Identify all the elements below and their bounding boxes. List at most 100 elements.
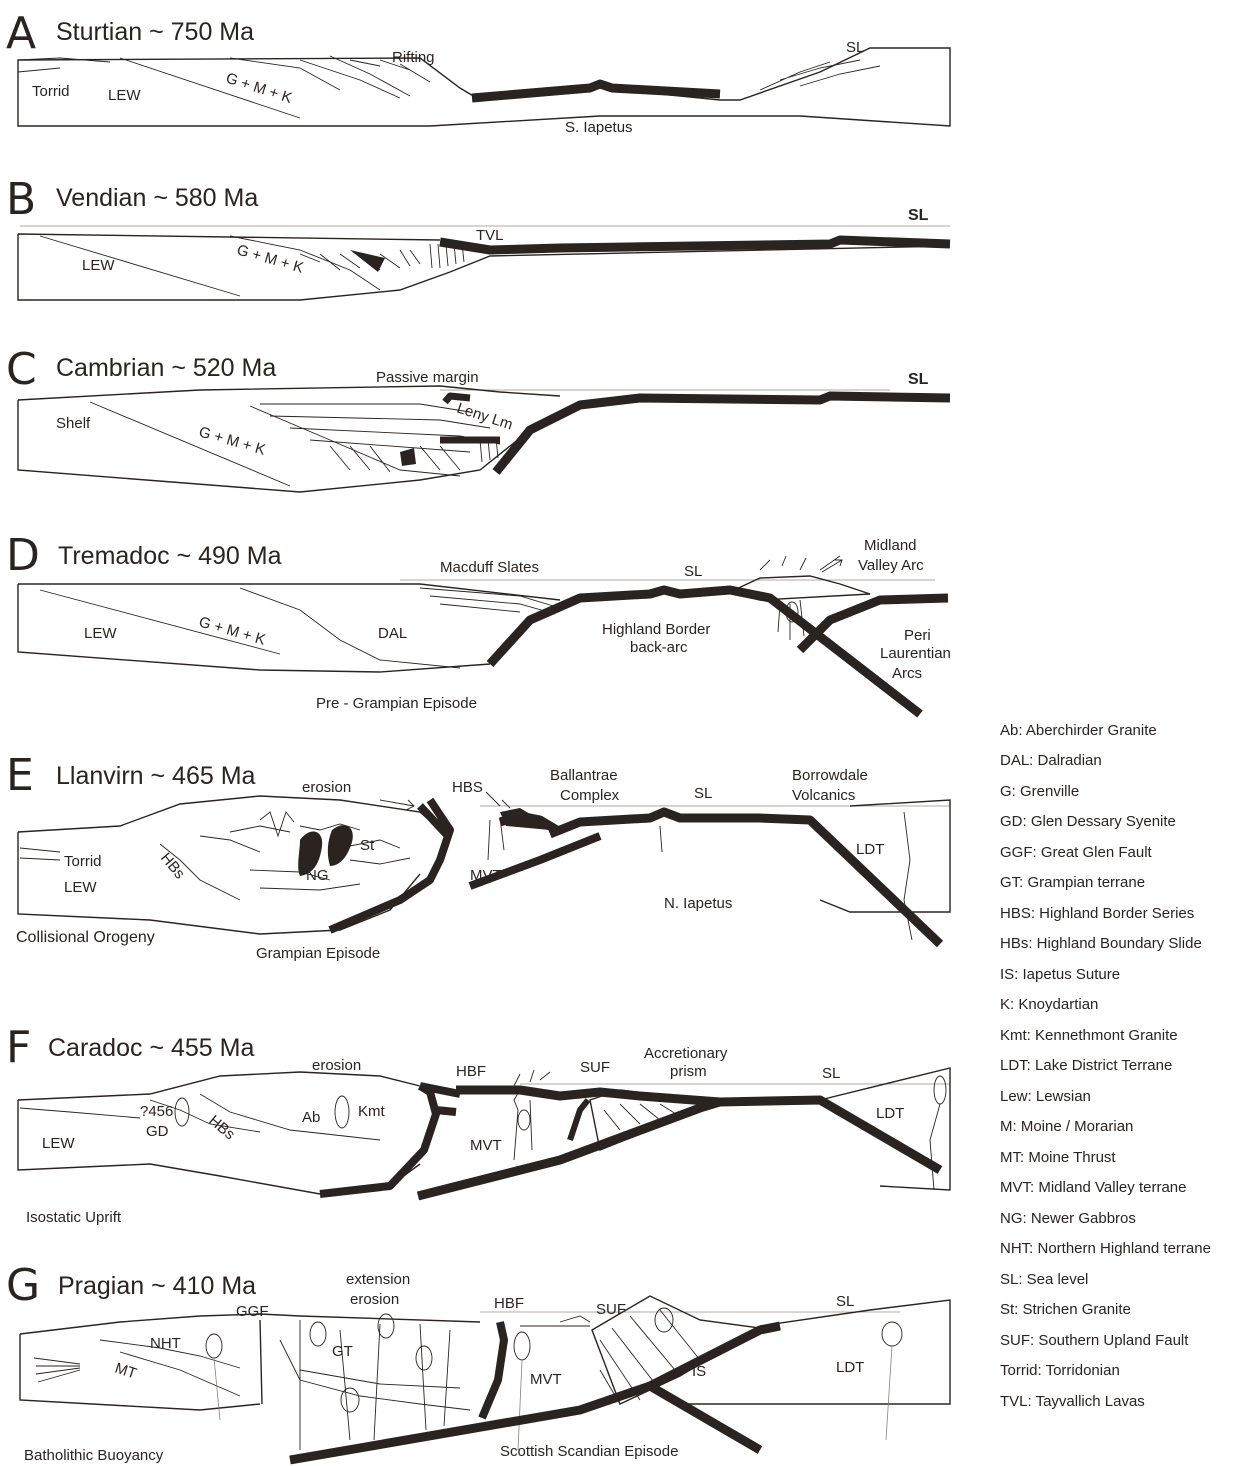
- label-ext-erosion: erosion: [350, 1291, 399, 1308]
- panel-f-ldt-pluton: [934, 1076, 946, 1104]
- legend-item: TVL: Tayvallich Lavas: [1000, 1393, 1145, 1410]
- label-mt: MT: [113, 1360, 139, 1383]
- label-hbs-slide: HBs: [205, 1112, 238, 1143]
- label-ldt: LDT: [856, 841, 884, 858]
- legend-item: GD: Glen Dessary Syenite: [1000, 813, 1176, 830]
- label-midland-1: Midland: [864, 537, 917, 554]
- panel-a-crust-outline: [18, 48, 950, 126]
- panel-b-intrusion: [350, 250, 385, 272]
- panel-g: G Pragian ~ 410 Ma extension erosion GGF…: [6, 1260, 950, 1464]
- panel-f-structures: [20, 1094, 380, 1140]
- legend-item: GT: Grampian terrane: [1000, 874, 1145, 891]
- panel-g-pluton-3: [416, 1346, 432, 1370]
- label-sl: SL: [908, 207, 929, 224]
- legend: Ab: Aberchirder Granite DAL: Dalradian G…: [1000, 722, 1211, 1410]
- legend-item: MVT: Midland Valley terrane: [1000, 1179, 1186, 1196]
- label-gd-2: GD: [146, 1123, 169, 1140]
- legend-item: Torrid: Torridonian: [1000, 1362, 1120, 1379]
- label-accretionary-2: prism: [670, 1063, 707, 1080]
- panel-g-pluton-4: [341, 1388, 359, 1412]
- panel-c-title: Cambrian ~ 520 Ma: [56, 354, 276, 382]
- label-passive-margin: Passive margin: [376, 369, 479, 386]
- label-borrowdale-2: Volcanics: [792, 787, 855, 804]
- legend-item: M: Moine / Morarian: [1000, 1118, 1133, 1135]
- legend-item: IS: Iapetus Suture: [1000, 966, 1120, 983]
- panel-a: A Sturtian ~ 750 Ma Torrid LEW G + M + K…: [6, 8, 950, 136]
- legend-item: NHT: Northern Highland terrane: [1000, 1240, 1211, 1257]
- label-ldt: LDT: [876, 1105, 904, 1122]
- panel-f-hbf-fault: [320, 1086, 460, 1194]
- label-ab: Ab: [302, 1109, 320, 1126]
- legend-item: MT: Moine Thrust: [1000, 1149, 1116, 1166]
- legend-item: SUF: Southern Upland Fault: [1000, 1332, 1189, 1349]
- label-batholithic-buoyancy: Batholithic Buoyancy: [24, 1447, 164, 1464]
- legend-item: K: Knoydartian: [1000, 996, 1098, 1013]
- label-highland-border-1: Highland Border: [602, 621, 710, 638]
- label-gmk: G + M + K: [235, 242, 305, 277]
- label-scottish-scandian: Scottish Scandian Episode: [500, 1443, 678, 1460]
- label-mvt: MVT: [470, 1137, 502, 1154]
- label-ng: NG: [306, 867, 329, 884]
- label-mvt: MVT: [530, 1371, 562, 1388]
- label-s-iapetus: S. Iapetus: [565, 119, 633, 136]
- label-isostatic-uplift: Isostatic Uprift: [26, 1209, 122, 1226]
- panel-g-crust-outline: [20, 1300, 950, 1410]
- label-gmk: G + M + K: [224, 70, 294, 107]
- label-hbf: HBF: [456, 1063, 486, 1080]
- label-ldt: LDT: [836, 1359, 864, 1376]
- label-peri-2: Laurentian: [880, 645, 951, 662]
- panel-d-title: Tremadoc ~ 490 Ma: [58, 542, 282, 570]
- panel-c: C Cambrian ~ 520 Ma Passive margin SL Le…: [6, 344, 950, 492]
- legend-item: Lew: Lewsian: [1000, 1088, 1091, 1105]
- panel-g-pluton-5: [206, 1334, 222, 1358]
- label-lew: LEW: [84, 625, 117, 642]
- label-torrid: Torrid: [32, 83, 70, 100]
- panel-c-faults: [90, 402, 460, 486]
- panel-a-sl-blocks: [760, 60, 880, 90]
- label-ballantrae-2: Complex: [560, 787, 620, 804]
- legend-item: GGF: Great Glen Fault: [1000, 844, 1153, 861]
- panel-f-gd-pluton: [175, 1098, 189, 1126]
- label-hbs: HBS: [452, 779, 483, 796]
- label-extension: extension: [346, 1271, 410, 1288]
- legend-item: LDT: Lake District Terrane: [1000, 1057, 1172, 1074]
- panel-b-letter: B: [6, 174, 36, 225]
- panel-a-letter: A: [6, 8, 36, 59]
- panel-c-letter: C: [6, 344, 37, 395]
- legend-item: G: Grenville: [1000, 783, 1079, 800]
- panel-e-title: Llanvirn ~ 465 Ma: [56, 762, 256, 790]
- label-gmk: G + M + K: [197, 614, 267, 649]
- panel-f-kmt-pluton: [335, 1096, 349, 1128]
- label-gd-1: ?456: [140, 1103, 173, 1120]
- panel-g-slabs: [290, 1326, 780, 1460]
- label-is: IS: [692, 1363, 706, 1380]
- panel-a-title: Sturtian ~ 750 Ma: [56, 18, 254, 46]
- label-sl: SL: [836, 1293, 854, 1310]
- label-highland-border-2: back-arc: [630, 639, 688, 656]
- label-leny-lm: Leny Lm: [455, 400, 515, 434]
- panel-g-pluton-7: [882, 1322, 902, 1346]
- panel-f-suf: [570, 1100, 588, 1140]
- panel-g-title: Pragian ~ 410 Ma: [58, 1272, 256, 1300]
- label-sl: SL: [822, 1065, 840, 1082]
- label-lew: LEW: [42, 1135, 75, 1152]
- panel-f: F Caradoc ~ 455 Ma erosion HBF SUF Accre…: [6, 1022, 950, 1226]
- panel-c-intrusion: [400, 448, 416, 466]
- panel-f-mvt-pluton: [518, 1110, 530, 1130]
- label-suf: SUF: [580, 1059, 610, 1076]
- panel-c-oceanic-crust: [496, 396, 950, 472]
- label-st: St: [360, 837, 375, 854]
- label-erosion: erosion: [312, 1057, 361, 1074]
- label-lew: LEW: [64, 879, 97, 896]
- legend-item: HBs: Highland Boundary Slide: [1000, 935, 1202, 952]
- legend-item: DAL: Dalradian: [1000, 752, 1102, 769]
- label-macduff-slates: Macduff Slates: [440, 559, 539, 576]
- panel-g-hbf: [482, 1322, 504, 1418]
- label-sl: SL: [846, 39, 864, 56]
- panel-b-title: Vendian ~ 580 Ma: [56, 184, 258, 212]
- panel-e-slab: [500, 812, 940, 944]
- label-pre-grampian: Pre - Grampian Episode: [316, 695, 477, 712]
- label-ggf: GGF: [236, 1303, 269, 1320]
- label-erosion: erosion: [302, 779, 351, 796]
